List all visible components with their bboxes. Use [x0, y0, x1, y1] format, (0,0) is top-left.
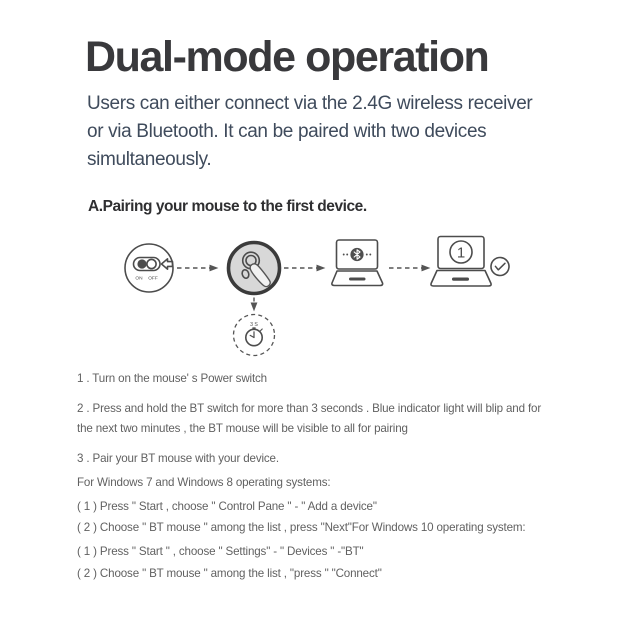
subtitle-line-3: simultaneously.	[87, 149, 212, 170]
switch-off-label: OFF	[148, 276, 158, 282]
win7-step-1-text: ( 1 ) Press " Start , choose " Control P…	[77, 500, 377, 513]
step-1-text: 1 . Turn on the mouse' s Power switch	[77, 372, 267, 385]
pairing-diagram: ON OFF 1 3 S	[115, 230, 515, 360]
step-2-text-line-1: 2 . Press and hold the BT switch for mor…	[77, 402, 542, 415]
mouse-press-bt-button-icon	[226, 240, 282, 296]
device-number-label: 1	[457, 244, 465, 261]
hold-time-label: 3 S	[250, 322, 258, 328]
laptop-device-1-icon: 1	[430, 235, 492, 287]
step-2-text-line-2: the next two minutes , the BT mouse will…	[77, 422, 408, 435]
timer-3s-icon: 3 S	[232, 313, 276, 357]
win10-step-1-text: ( 1 ) Press " Start " , choose " Setting…	[77, 545, 364, 558]
step-3-text: 3 . Pair your BT mouse with your device.	[77, 452, 279, 465]
switch-on-label: ON	[135, 276, 143, 282]
subtitle-line-1: Users can either connect via the 2.4G wi…	[87, 93, 533, 114]
pairing-diagram-svg: ON OFF 1 3 S	[124, 235, 510, 357]
win7-step-2-text: ( 2 ) Choose " BT mouse " among the list…	[77, 521, 526, 534]
laptop-bluetooth-icon	[331, 239, 384, 287]
win10-step-2-text: ( 2 ) Choose " BT mouse " among the list…	[77, 567, 382, 580]
section-heading: A.Pairing your mouse to the first device…	[88, 198, 367, 215]
power-switch-icon: ON OFF	[124, 243, 174, 293]
page-title: Dual-mode operation	[85, 33, 490, 81]
page-subtitle: Users can either connect via the 2.4G wi…	[87, 90, 533, 174]
check-circle-icon	[490, 256, 510, 277]
windows-7-8-heading: For Windows 7 and Windows 8 operating sy…	[77, 476, 331, 489]
subtitle-line-2: or via Bluetooth. It can be paired with …	[87, 121, 487, 142]
